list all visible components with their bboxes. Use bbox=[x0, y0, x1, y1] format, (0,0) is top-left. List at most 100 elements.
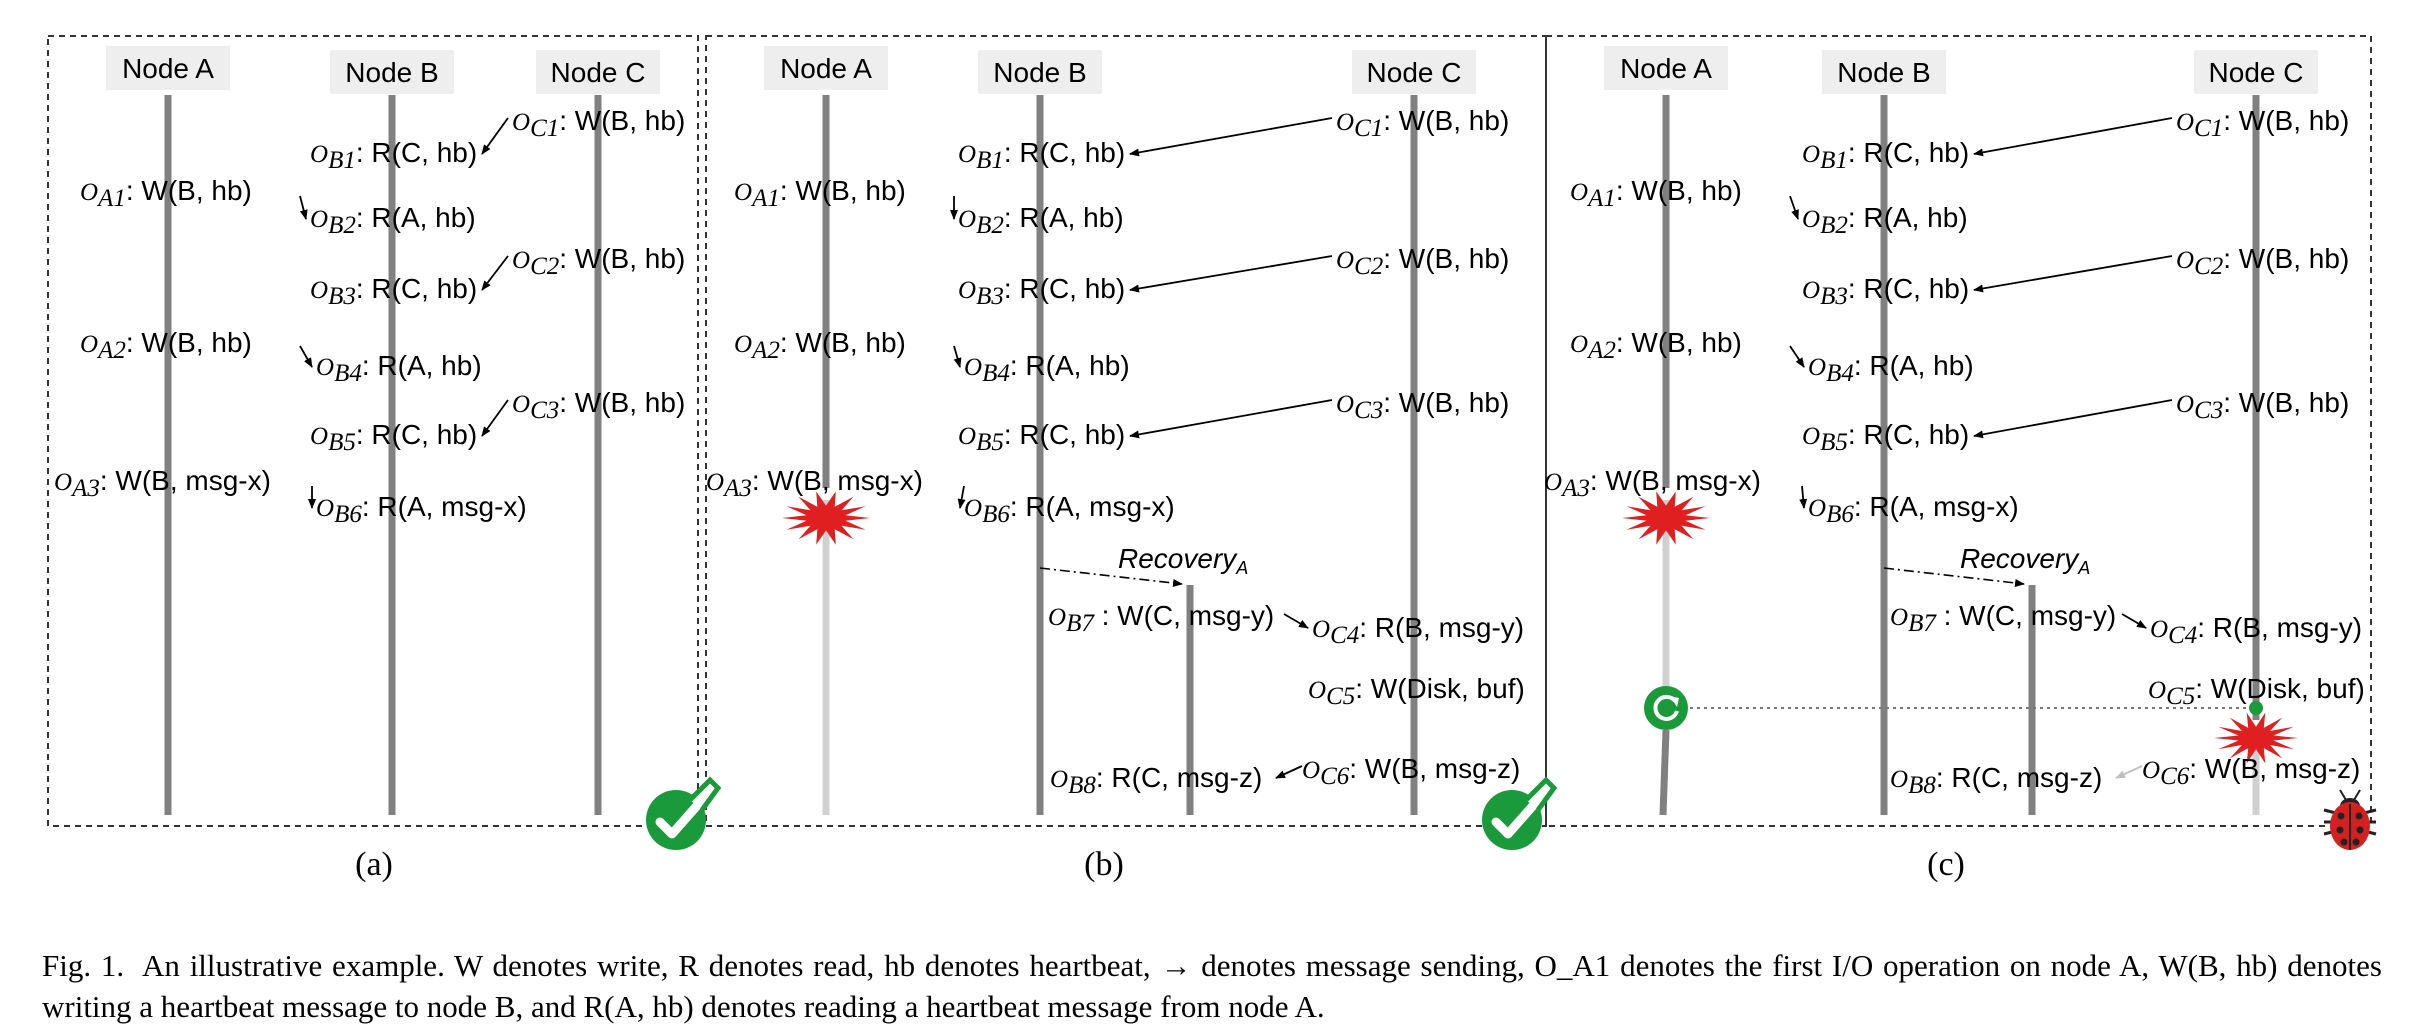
op-c-B3: OB3: R(C, hb) bbox=[1802, 273, 1969, 310]
node-label-c-A-bg bbox=[1604, 46, 1728, 90]
recovery-label-c: RecoveryA bbox=[1960, 543, 2090, 578]
op-a-A1: OA1: W(B, hb) bbox=[80, 175, 252, 212]
op-a-C3: OC3: W(B, hb) bbox=[512, 387, 685, 424]
op-a-B2: OB2: R(A, hb) bbox=[310, 202, 476, 239]
op-b-B2: OB2: R(A, hb) bbox=[958, 202, 1124, 239]
arrow-c-A3-B6 bbox=[1799, 485, 1808, 509]
op-c-B8: OB8: R(C, msg-z) bbox=[1890, 762, 2102, 799]
op-b-B1: OB1: R(C, hb) bbox=[958, 137, 1125, 174]
node-label-c-A: Node A bbox=[1620, 53, 1712, 84]
op-b-A1: OA1: W(B, hb) bbox=[734, 175, 906, 212]
node-label-a-A-bg bbox=[106, 46, 230, 90]
op-c-B6: OB6: R(A, msg-x) bbox=[1808, 491, 2019, 528]
node-label-a-C: Node C bbox=[551, 57, 646, 88]
op-b-B4: OB4: R(A, hb) bbox=[964, 350, 1130, 387]
op-b-B3: OB3: R(C, hb) bbox=[958, 273, 1125, 310]
op-b-B7: OB7 : W(C, msg-y) bbox=[1048, 600, 1274, 637]
arrow-a-C2-B3 bbox=[481, 255, 509, 291]
node-label-b-A-bg bbox=[764, 46, 888, 90]
op-b-C3: OC3: W(B, hb) bbox=[1336, 387, 1509, 424]
crash-icon-c-node-c bbox=[2214, 712, 2298, 764]
op-c-C1: OC1: W(B, hb) bbox=[2176, 105, 2349, 142]
recovery-arrow-c bbox=[1883, 567, 2025, 587]
op-c-B4: OB4: R(A, hb) bbox=[1808, 350, 1974, 387]
arrow-b-A2-B4 bbox=[953, 345, 962, 368]
recovery-arrow-b bbox=[1039, 567, 1183, 587]
node-label-b-C-bg bbox=[1352, 50, 1476, 94]
arrow-b-A3-B6 bbox=[957, 485, 966, 509]
op-b-A3: OA3: W(B, msg-x) bbox=[706, 465, 923, 502]
op-c-C5: OC5: W(Disk, buf) bbox=[2148, 673, 2365, 710]
node-label-c-B-bg bbox=[1822, 50, 1946, 94]
op-a-B5: OB5: R(C, hb) bbox=[310, 419, 477, 456]
arrow-c-A1-B2 bbox=[1789, 195, 1799, 220]
arrow-b-C1-B1 bbox=[1129, 117, 1333, 157]
node-label-c-B: Node B bbox=[1837, 57, 1930, 88]
op-c-C3: OC3: W(B, hb) bbox=[2176, 387, 2349, 424]
op-b-C2: OC2: W(B, hb) bbox=[1336, 243, 1509, 280]
op-c-B5: OB5: R(C, hb) bbox=[1802, 419, 1969, 456]
op-b-B8: OB8: R(C, msg-z) bbox=[1050, 762, 1262, 799]
op-b-A2: OA2: W(B, hb) bbox=[734, 327, 906, 364]
node-label-b-B-bg bbox=[978, 50, 1102, 94]
node-label-c-C: Node C bbox=[2209, 57, 2304, 88]
restart-icon-c bbox=[1644, 686, 1688, 730]
arrow-a-A2-B4 bbox=[299, 345, 313, 368]
arrow-b-C2-B3 bbox=[1129, 255, 1333, 293]
arrow-c-B7-C4 bbox=[2121, 613, 2147, 629]
bug-icon-c bbox=[2323, 789, 2377, 850]
arrow-a-C1-B1 bbox=[481, 117, 509, 155]
op-a-A3: OA3: W(B, msg-x) bbox=[54, 465, 271, 502]
node-label-c-C-bg bbox=[2194, 50, 2318, 94]
crash-icon-c-node-a bbox=[1622, 491, 1710, 545]
caption-text: An illustrative example. W denotes write… bbox=[42, 948, 2382, 1024]
op-c-A1: OA1: W(B, hb) bbox=[1570, 175, 1742, 212]
node-label-b-A: Node A bbox=[780, 53, 872, 84]
node-label-b-B: Node B bbox=[993, 57, 1086, 88]
op-c-B1: OB1: R(C, hb) bbox=[1802, 137, 1969, 174]
panel-caption-b: (b) bbox=[1084, 846, 1124, 883]
panel-frame-a bbox=[47, 35, 699, 827]
op-a-A2: OA2: W(B, hb) bbox=[80, 327, 252, 364]
arrow-b-B7-C4 bbox=[1283, 613, 1309, 629]
op-a-B6: OB6: R(A, msg-x) bbox=[316, 491, 527, 528]
op-c-B7: OB7 : W(C, msg-y) bbox=[1890, 600, 2116, 637]
sync-point-icon-c bbox=[2249, 701, 2263, 715]
op-a-C2: OC2: W(B, hb) bbox=[512, 243, 685, 280]
op-c-A3: OA3: W(B, msg-x) bbox=[1544, 465, 1761, 502]
node-label-a-B: Node B bbox=[345, 57, 438, 88]
arrow-a-A1-B2 bbox=[299, 195, 308, 220]
op-b-B5: OB5: R(C, hb) bbox=[958, 419, 1125, 456]
figure-diagram: Node A Node B Node C OC1: W(B, hb) OB1: R(C,… bbox=[47, 35, 2377, 883]
op-c-B2: OB2: R(A, hb) bbox=[1802, 202, 1968, 239]
op-a-B4: OB4: R(A, hb) bbox=[316, 350, 482, 387]
op-c-C2: OC2: W(B, hb) bbox=[2176, 243, 2349, 280]
node-label-b-C: Node C bbox=[1367, 57, 1462, 88]
recovery-label-b: RecoveryA bbox=[1118, 543, 1248, 578]
panel-caption-a: (a) bbox=[355, 846, 393, 883]
arrow-a-C3-B5 bbox=[481, 399, 509, 437]
panel-frame-c bbox=[1545, 35, 2372, 827]
panel-frame-b bbox=[705, 35, 1547, 827]
op-b-C5: OC5: W(Disk, buf) bbox=[1308, 673, 1525, 710]
arrow-c-C6-B8 bbox=[2115, 765, 2143, 779]
op-b-C4: OC4: R(B, msg-y) bbox=[1312, 612, 1524, 649]
op-a-B1: OB1: R(C, hb) bbox=[310, 137, 477, 174]
op-b-C1: OC1: W(B, hb) bbox=[1336, 105, 1509, 142]
node-label-a-C-bg bbox=[536, 50, 660, 94]
arrow-b-C6-B8 bbox=[1275, 765, 1303, 779]
op-c-C4: OC4: R(B, msg-y) bbox=[2150, 612, 2362, 649]
op-b-C6: OC6: W(B, msg-z) bbox=[1302, 753, 1520, 790]
arrow-c-C1-B1 bbox=[1973, 117, 2173, 157]
op-a-C1: OC1: W(B, hb) bbox=[512, 105, 685, 142]
op-b-B6: OB6: R(A, msg-x) bbox=[964, 491, 1175, 528]
op-c-C6: OC6: W(B, msg-z) bbox=[2142, 753, 2360, 790]
node-label-a-A: Node A bbox=[122, 53, 214, 84]
op-a-B3: OB3: R(C, hb) bbox=[310, 273, 477, 310]
crash-icon-b bbox=[782, 491, 870, 545]
op-c-A2: OA2: W(B, hb) bbox=[1570, 327, 1742, 364]
arrow-b-C3-B5 bbox=[1129, 399, 1333, 439]
check-icon-b bbox=[1482, 776, 1558, 850]
panel-caption-c: (c) bbox=[1927, 846, 1965, 883]
arrow-c-A2-B4 bbox=[1789, 345, 1805, 368]
